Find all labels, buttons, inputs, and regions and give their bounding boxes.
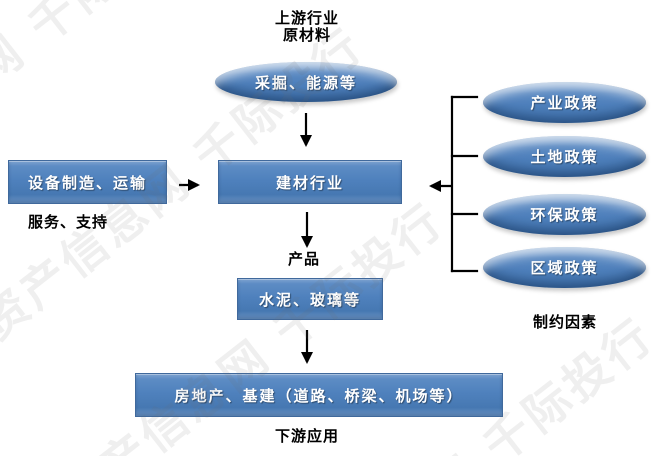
upstream-title-line1: 上游行业 [274, 9, 339, 27]
node-building-materials-industry: 建材行业 [218, 160, 402, 204]
node-industry-policy-label: 产业政策 [530, 94, 599, 112]
node-equipment-transport-label: 设备制造、运输 [27, 173, 147, 192]
node-environment-policy: 环保政策 [483, 194, 646, 235]
node-mining-energy-label: 采掘、能源等 [254, 73, 357, 92]
upstream-title: 上游行业 原材料 [237, 10, 377, 44]
upstream-title-line2: 原材料 [282, 26, 331, 44]
downstream-caption: 下游应用 [274, 427, 339, 445]
node-land-policy: 土地政策 [483, 136, 646, 177]
node-realestate-infrastructure-label: 房地产、基建（道路、桥梁、机场等） [174, 386, 464, 405]
node-building-materials-industry-label: 建材行业 [275, 173, 344, 192]
node-cement-glass: 水泥、玻璃等 [237, 278, 383, 320]
node-land-policy-label: 土地政策 [530, 148, 599, 166]
product-caption: 产品 [287, 250, 320, 268]
node-mining-energy: 采掘、能源等 [215, 62, 397, 102]
services-caption: 服务、支持 [27, 213, 108, 231]
node-realestate-infrastructure: 房地产、基建（道路、桥梁、机场等） [135, 373, 503, 417]
node-cement-glass-label: 水泥、玻璃等 [258, 290, 361, 309]
policy-bracket [450, 95, 479, 273]
node-environment-policy-label: 环保政策 [530, 206, 599, 224]
node-equipment-transport: 设备制造、运输 [8, 160, 167, 204]
node-industry-policy: 产业政策 [483, 82, 646, 123]
constraints-caption: 制约因素 [532, 313, 597, 331]
node-region-policy: 区域政策 [483, 247, 646, 288]
node-region-policy-label: 区域政策 [530, 259, 599, 277]
